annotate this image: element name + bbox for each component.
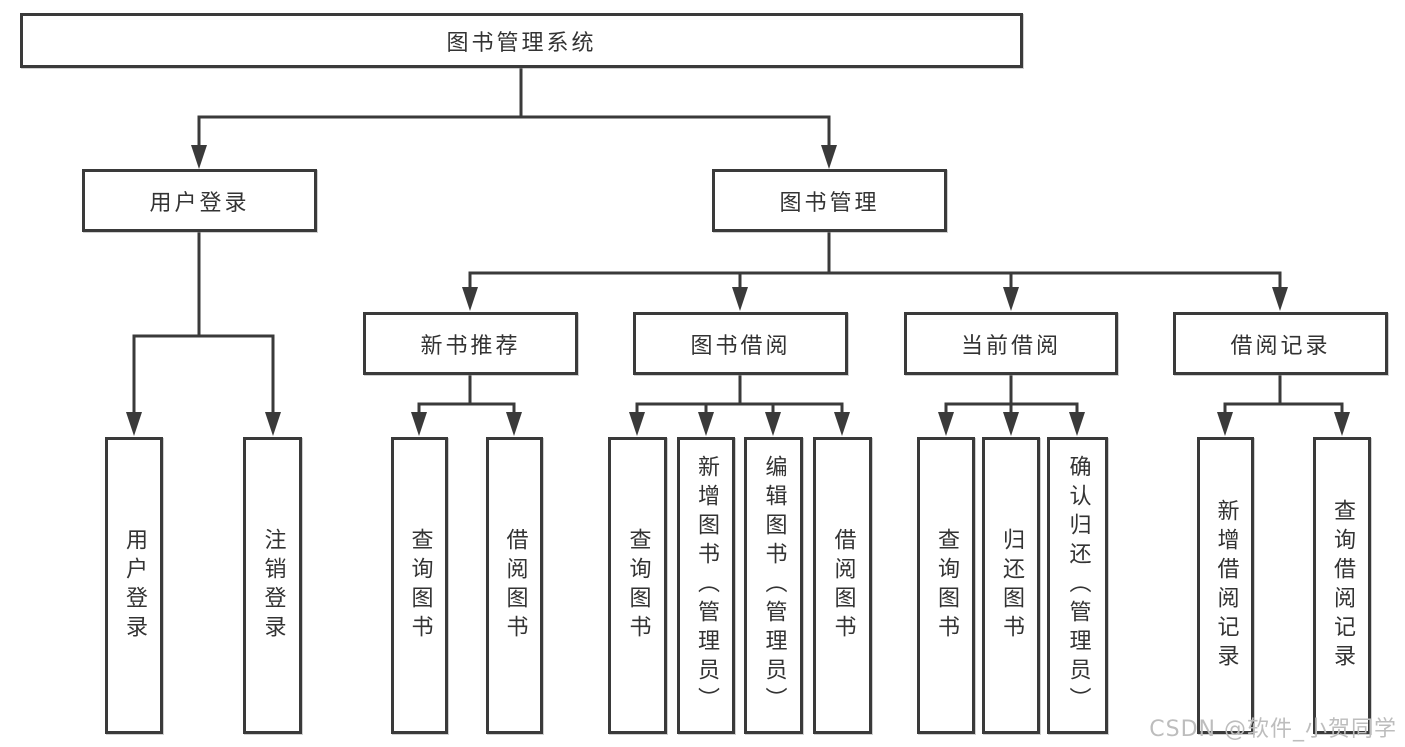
node-library-management-system: 图书管理系统: [20, 13, 1023, 68]
leaf-query-books-borrowing: 查询图书: [608, 437, 667, 734]
node-borrowing-records: 借阅记录: [1173, 312, 1388, 375]
node-current-borrowing: 当前借阅: [904, 312, 1118, 375]
node-book-borrowing: 图书借阅: [633, 312, 848, 375]
leaf-return-books: 归还图书: [982, 437, 1040, 734]
leaf-query-books-current: 查询图书: [917, 437, 975, 734]
leaf-add-books-admin: 新增图书（管理员）: [677, 437, 735, 734]
leaf-query-books-recommend: 查询图书: [391, 437, 448, 734]
node-book-management: 图书管理: [712, 169, 947, 232]
leaf-add-borrow-record: 新增借阅记录: [1197, 437, 1254, 734]
leaf-logout-login: 注销登录: [243, 437, 302, 734]
csdn-watermark: CSDN @软件_小贺同学: [1149, 717, 1397, 742]
node-user-login: 用户登录: [82, 169, 317, 232]
leaf-borrow-books-recommend: 借阅图书: [486, 437, 543, 734]
leaf-confirm-return-admin: 确认归还（管理员）: [1047, 437, 1108, 734]
leaf-query-borrow-record: 查询借阅记录: [1313, 437, 1371, 734]
leaf-edit-books-admin: 编辑图书（管理员）: [744, 437, 803, 734]
leaf-borrow-books-borrowing: 借阅图书: [813, 437, 872, 734]
node-new-book-recommendation: 新书推荐: [363, 312, 578, 375]
leaf-user-login: 用户登录: [105, 437, 163, 734]
